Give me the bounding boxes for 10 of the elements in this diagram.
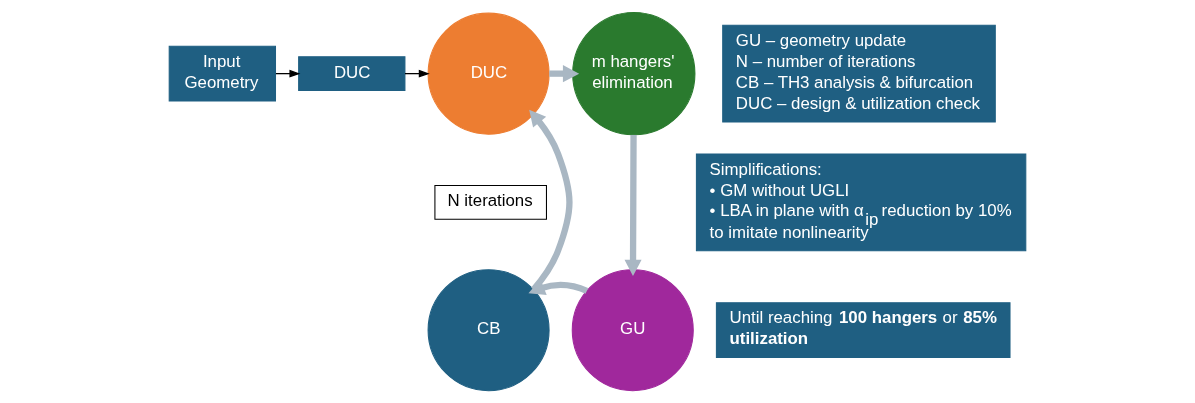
node-box: DUC (298, 56, 406, 91)
arrow (549, 65, 580, 83)
node-box: N iterations (434, 184, 547, 220)
node-box: GU – geometry update N – number of iterations CB – TH3 analysis & bifurcation DUC – design & utilization check (722, 24, 996, 123)
node-box: Input Geometry (168, 45, 276, 102)
arrow (528, 279, 589, 296)
node-circle: m hangers' elimination (572, 11, 696, 136)
arrow (624, 134, 642, 277)
node-circle: GU (571, 269, 694, 392)
node-box: Until reaching 100 hangers or 85% utilization (715, 302, 1011, 359)
